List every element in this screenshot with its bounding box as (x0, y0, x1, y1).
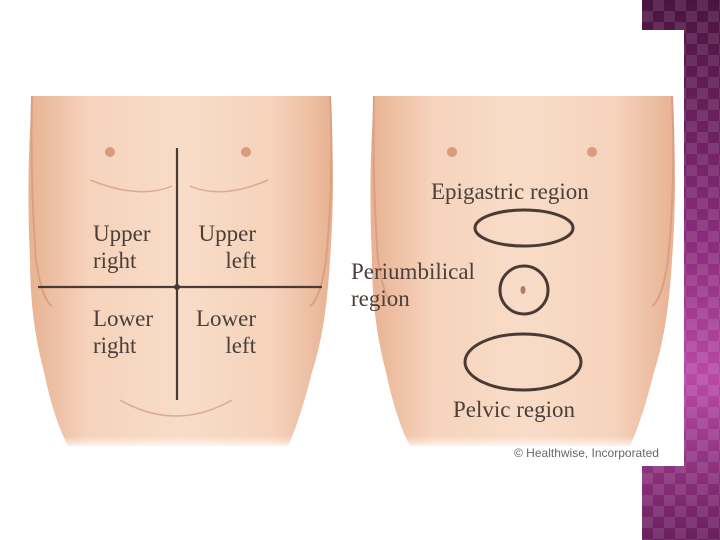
torso-left (22, 95, 342, 450)
pelvic-label: Pelvic region (453, 397, 575, 422)
periumbilical-label: Periumbilical region (351, 259, 475, 311)
epigastric-label: Epigastric region (431, 179, 589, 204)
epigastric-outline (473, 208, 575, 248)
quadrant-upper-left-label: Upper left (198, 221, 256, 273)
periumbilical-outline (498, 264, 550, 316)
quadrant-lower-left-label: Lower left (195, 306, 256, 358)
quadrant-lower-right-label: Lower right (93, 306, 154, 358)
quadrant-upper-right-label: Upper right (93, 221, 151, 273)
credit-text: © Healthwise, Incorporated (514, 446, 659, 460)
torso-right (364, 95, 684, 450)
